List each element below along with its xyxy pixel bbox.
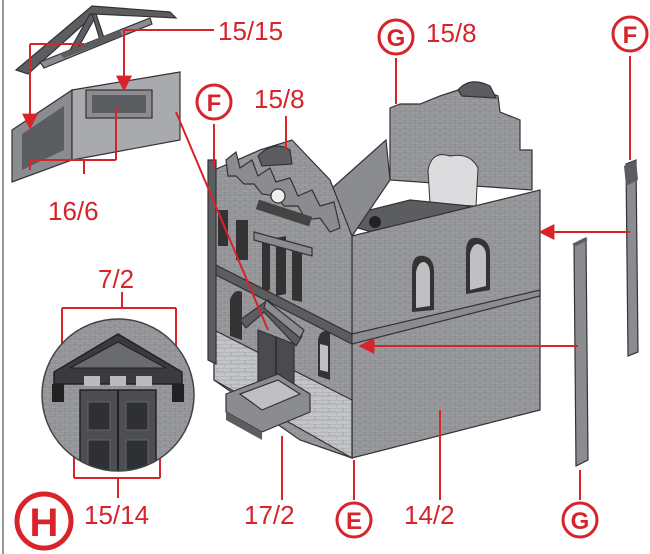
- detail-circle-door: [41, 318, 195, 472]
- label-gable-panel: 16/6: [48, 196, 99, 226]
- svg-text:H: H: [30, 501, 59, 545]
- svg-text:E: E: [346, 508, 362, 535]
- gable-panel-part: [11, 71, 181, 183]
- label-upper-left-part: 15/8: [254, 84, 305, 114]
- marker-e-bottom: E: [335, 501, 373, 539]
- svg-text:G: G: [571, 508, 590, 535]
- roof-truss-part: [14, 5, 178, 75]
- pillar-part-g: [572, 237, 589, 467]
- marker-g-top: G: [377, 18, 415, 56]
- svg-text:F: F: [207, 90, 222, 117]
- label-canopy: 7/2: [98, 264, 134, 294]
- label-door-frame: 15/14: [84, 500, 149, 530]
- marker-f-left: F: [195, 83, 233, 121]
- svg-text:G: G: [387, 25, 406, 52]
- marker-h-detail: H: [14, 491, 74, 551]
- label-roof-truss: 15/15: [218, 16, 283, 46]
- marker-f-right: F: [611, 15, 649, 53]
- label-steps: 17/2: [244, 500, 295, 530]
- pillar-part-f: [624, 159, 639, 357]
- house-body: [207, 81, 541, 460]
- connection-lines: [22, 29, 631, 500]
- label-main-wall: 14/2: [404, 500, 455, 530]
- marker-g-bottom: G: [561, 501, 599, 539]
- label-upper-right-part: 15/8: [426, 18, 477, 48]
- svg-text:F: F: [623, 22, 638, 49]
